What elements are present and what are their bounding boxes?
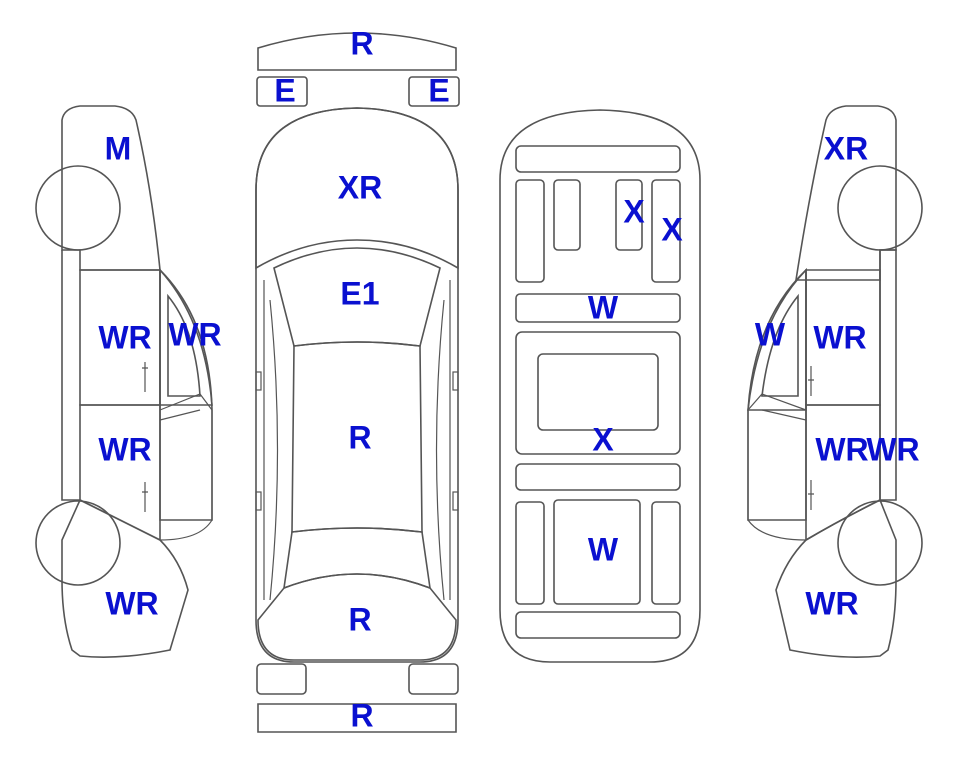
left-rear-wheel xyxy=(35,500,121,586)
right-rear-quarter-panel[interactable] xyxy=(775,498,897,658)
floor-center-panel[interactable] xyxy=(515,331,681,455)
right-front-wheel xyxy=(837,165,923,251)
trunk-label: R xyxy=(348,601,371,637)
left-side-view: M WR WR WR WR xyxy=(35,105,222,658)
rear-bumper-label: R xyxy=(350,697,373,733)
floor-member-a-panel[interactable] xyxy=(615,179,643,251)
right-rear-wheel xyxy=(837,500,923,586)
floor-member-b-label: X xyxy=(661,211,683,247)
rear-bumper-panel[interactable] xyxy=(257,703,457,733)
left-front-wheel xyxy=(35,165,121,251)
underbody-outline xyxy=(499,109,701,663)
floor-member-a-label: X xyxy=(623,193,645,229)
right-front-door-label: WR xyxy=(813,319,866,355)
headlight-right-panel[interactable] xyxy=(408,76,460,107)
floor-crossmember-label: W xyxy=(588,289,619,325)
floor-center-label: X xyxy=(592,421,614,457)
floor-member-b-panel[interactable] xyxy=(651,179,681,283)
right-rear-door-label: WR xyxy=(815,431,868,467)
front-bumper-panel[interactable] xyxy=(257,32,457,71)
right-front-window-label: W xyxy=(755,316,786,352)
left-front-window-panel[interactable] xyxy=(159,267,213,406)
floor-rear-panel[interactable] xyxy=(553,499,641,605)
floor-rear-label: W xyxy=(588,531,619,567)
hood-label: XR xyxy=(338,169,382,205)
left-front-fender-panel[interactable] xyxy=(61,105,161,271)
trunk-panel[interactable] xyxy=(257,573,457,661)
headlight-left-label: E xyxy=(274,72,295,108)
hood-panel[interactable] xyxy=(255,107,459,270)
windshield-label: E1 xyxy=(340,275,379,311)
right-rear-pillar-panel[interactable] xyxy=(879,249,897,501)
left-front-fender-label: M xyxy=(105,130,132,166)
left-front-door-label: WR xyxy=(98,319,151,355)
left-rear-quarter-label: WR xyxy=(105,585,158,621)
underbody-view: X X W X W xyxy=(499,109,701,663)
right-rear-pillar-label: WR xyxy=(866,431,919,467)
front-bumper-label: R xyxy=(350,25,373,61)
taillight-left-panel[interactable] xyxy=(256,663,307,695)
headlight-right-label: E xyxy=(428,72,449,108)
headlight-left-panel[interactable] xyxy=(256,76,308,107)
left-rear-door-label: WR xyxy=(98,431,151,467)
left-rear-quarter-panel[interactable] xyxy=(61,498,189,658)
floor-crossmember-panel[interactable] xyxy=(515,293,681,323)
taillight-right-panel[interactable] xyxy=(408,663,459,695)
right-side-view: XR W WR WR WR WR xyxy=(747,105,923,658)
right-front-fender-label: XR xyxy=(824,130,868,166)
right-front-fender-panel[interactable] xyxy=(795,105,897,281)
top-view: R E E XR E1 R R R xyxy=(255,25,460,733)
right-rear-quarter-label: WR xyxy=(805,585,858,621)
left-front-window-label: WR xyxy=(168,316,221,352)
roof-label: R xyxy=(348,419,371,455)
